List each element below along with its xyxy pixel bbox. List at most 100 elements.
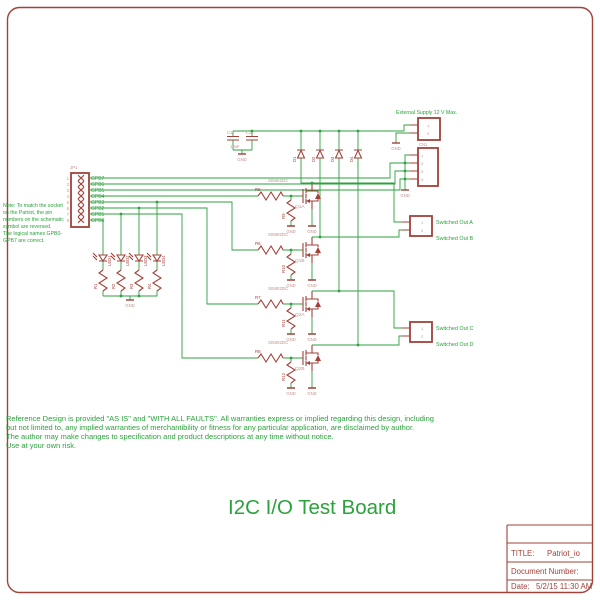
stage-q1a: SI5902DC R5 R9 Q1A GND GND bbox=[255, 178, 321, 234]
pin-number: 5 bbox=[67, 200, 70, 205]
resistor-ref: R6 bbox=[255, 241, 261, 246]
designer-note: Note: To match the socket on the Patriot… bbox=[3, 203, 64, 244]
pin-number: 1 bbox=[67, 176, 70, 181]
pin-number: 2 bbox=[421, 334, 424, 339]
resistor-icon bbox=[257, 298, 284, 310]
diode-ref: D1 bbox=[292, 156, 297, 162]
resistor-ref: R8 bbox=[255, 349, 261, 354]
diode-icon bbox=[296, 149, 363, 159]
output-connector-ab: 1 2 Switched Out A Switched Out B bbox=[402, 215, 474, 242]
net-label-gpb4: GPB4 bbox=[91, 194, 105, 200]
cap-value: 10uF bbox=[230, 144, 240, 149]
disclaimer-line: but not limited to, any implied warranti… bbox=[6, 423, 414, 432]
part-number: SI5902DC bbox=[268, 286, 288, 291]
pin-number: 1 bbox=[421, 153, 424, 158]
title-label: TITLE: bbox=[511, 549, 534, 558]
mosfet-ref: Q2A bbox=[295, 312, 305, 318]
part-number: SI5902DC bbox=[268, 232, 288, 237]
gnd-label: GND bbox=[391, 146, 400, 151]
resistor-ref: R5 bbox=[255, 187, 261, 192]
part-number: SI5902DC bbox=[268, 178, 288, 183]
mosfet-icon bbox=[302, 183, 321, 209]
net-label-gpb6: GPB6 bbox=[91, 182, 105, 188]
disclaimer-line: Reference Design is provided "AS IS" and… bbox=[6, 414, 434, 423]
note-line: The logical names GPB0- bbox=[3, 231, 62, 237]
capacitor-icon bbox=[227, 135, 258, 141]
mosfet-ref: Q1B bbox=[295, 258, 305, 264]
supply-note: External Supply 12 V Max. bbox=[396, 110, 457, 116]
resistor-ref: R12 bbox=[281, 372, 286, 381]
note-line: on the Patriot, the pin bbox=[3, 210, 52, 216]
stage-q1b: SI5902DC R6 R10 Q1B GND GND bbox=[255, 232, 321, 288]
resistor-ref: R10 bbox=[281, 264, 286, 273]
diode-ref: D4 bbox=[349, 156, 354, 162]
net-label-gpb5: GPB5 bbox=[91, 188, 105, 194]
gnd-label: GND bbox=[237, 157, 246, 162]
pin-number: 4 bbox=[67, 194, 70, 199]
stage-q2a: SI5902DC R7 R11 Q2A GND GND bbox=[255, 286, 321, 342]
title-block: TITLE: Patriot_io Document Number: Date:… bbox=[506, 524, 593, 593]
pin-number: 1 bbox=[421, 220, 424, 225]
part-number: SI5902DC bbox=[268, 340, 288, 345]
led-ref: LED3 bbox=[143, 255, 148, 266]
gnd-label: GND bbox=[307, 391, 316, 396]
pin-number: 2 bbox=[67, 182, 70, 187]
resistor-icon bbox=[285, 361, 297, 384]
gnd-label: GND bbox=[307, 229, 316, 234]
resistor-ref: R2 bbox=[111, 283, 116, 289]
pin-number: 6 bbox=[67, 206, 70, 211]
date-value: 5/2/15 11:30 AM bbox=[536, 582, 592, 591]
diode-ref: D2 bbox=[311, 156, 316, 162]
gnd-label: GND bbox=[286, 283, 295, 288]
resistor-ref: R9 bbox=[281, 213, 286, 219]
connector-ref: CN1 bbox=[419, 142, 428, 147]
mosfet-ref: Q2B bbox=[295, 366, 305, 372]
cap-ref: C1 bbox=[227, 130, 233, 135]
resistor-icon bbox=[257, 244, 284, 256]
pin-cross-icons bbox=[77, 174, 85, 224]
junction-dots bbox=[119, 129, 407, 360]
net-label-gpb0: GPB0 bbox=[91, 218, 105, 224]
output-connector-cd: 1 2 Switched Out C Switched Out D bbox=[402, 321, 474, 348]
pin-number: 8 bbox=[67, 218, 70, 223]
pin-number: 2 bbox=[427, 131, 430, 136]
power-caps: C1 C2 10uF GND bbox=[227, 130, 258, 162]
pin-number: 3 bbox=[67, 188, 70, 193]
resistor-icon bbox=[97, 269, 163, 292]
pin-numbers: 1 2 3 4 5 6 7 8 bbox=[67, 176, 70, 223]
resistor-ref: R4 bbox=[147, 283, 152, 289]
mosfet-icon bbox=[302, 345, 321, 371]
disclaimer: Reference Design is provided "AS IS" and… bbox=[6, 414, 434, 450]
output-label-a: Switched Out A bbox=[436, 220, 473, 226]
date-label: Date: bbox=[511, 582, 530, 591]
gnd-label: GND bbox=[125, 303, 134, 308]
mosfet-ref: Q1A bbox=[295, 204, 305, 210]
gnd-label: GND bbox=[286, 229, 295, 234]
resistor-icon bbox=[285, 199, 297, 222]
gnd-label: GND bbox=[307, 283, 316, 288]
sheet-frame bbox=[6, 6, 594, 594]
disclaimer-line: Use at your own risk. bbox=[6, 441, 76, 450]
stage-q2b: SI5902DC R8 R12 Q2B GND GND bbox=[255, 340, 321, 396]
net-wires bbox=[89, 124, 410, 388]
cap-ref: C2 bbox=[246, 130, 252, 135]
diode-ref: D3 bbox=[330, 156, 335, 162]
page-title: I2C I/O Test Board bbox=[228, 496, 396, 519]
net-label-gpb3: GPB3 bbox=[91, 200, 105, 206]
mosfet-icon bbox=[302, 291, 321, 317]
led-icon bbox=[92, 252, 163, 262]
resistor-icon bbox=[257, 190, 284, 202]
resistor-ref: R1 bbox=[93, 283, 98, 289]
resistor-icon bbox=[285, 253, 297, 276]
led-ref: LED4 bbox=[161, 255, 166, 266]
connector-ref: JP1 bbox=[70, 165, 78, 170]
resistor-ref: R3 bbox=[129, 283, 134, 289]
net-label-gpb1: GPB1 bbox=[91, 212, 105, 218]
output-label-b: Switched Out B bbox=[436, 236, 474, 242]
pin-number: 7 bbox=[67, 212, 70, 217]
doc-number-label: Document Number: bbox=[511, 567, 579, 576]
net-labels: GPB7 GPB6 GPB5 GPB4 GPB3 GPB2 GPB1 GPB0 bbox=[91, 176, 105, 224]
note-line: Note: To match the socket bbox=[3, 203, 63, 209]
led-bank: LED1 LED2 LED3 LED4 R1 R2 R3 R4 GND bbox=[92, 252, 166, 308]
